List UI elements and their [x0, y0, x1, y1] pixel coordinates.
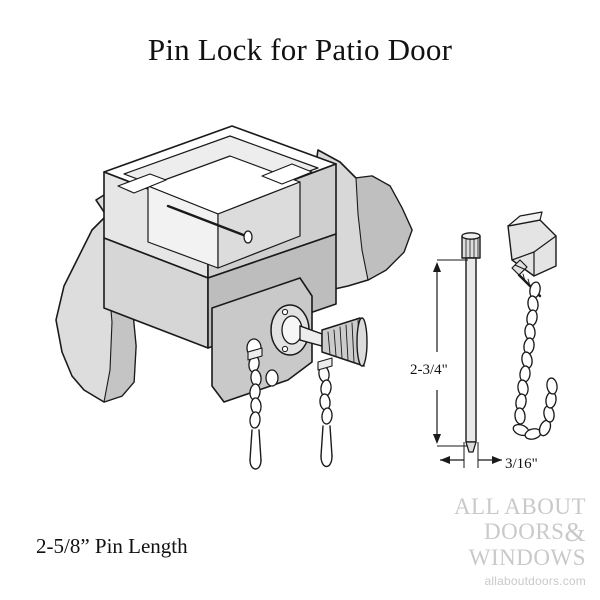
watermark-line-1: ALL ABOUT: [453, 494, 586, 519]
pin-part-illustration: [461, 211, 558, 453]
part-chain: [512, 281, 558, 440]
door-assembly-illustration: [55, 125, 413, 470]
dim-horizontal-arrow-left: [440, 456, 450, 464]
internal-pin-rod: [166, 204, 248, 238]
page-title: Pin Lock for Patio Door: [147, 32, 453, 67]
dim-vertical-arrow-top: [433, 262, 441, 272]
faceplate-hole-lower: [265, 369, 279, 387]
part-pin-tip: [465, 441, 477, 453]
frame-notch-right: [261, 163, 313, 185]
dimension-horizontal-label: 3/16": [505, 456, 538, 472]
dim-vertical-arrow-bottom: [433, 434, 441, 444]
frame-channel-wall-right: [217, 181, 301, 269]
chain-left: [248, 355, 262, 470]
dim-horizontal-arrow-right: [492, 456, 502, 464]
watermark: ALL ABOUT DOORS& WINDOWS allaboutdoors.c…: [396, 494, 586, 588]
part-pin-head-knurl: [465, 236, 479, 258]
part-bracket-tab: [507, 211, 543, 227]
watermark-ampersand: &: [564, 517, 586, 547]
wall-fragment-right-shade: [355, 175, 413, 281]
watermark-line-2: DOORS&: [396, 517, 586, 547]
knob-end-cap: [356, 317, 368, 367]
hub-screw-bottom: [281, 345, 289, 353]
dimension-vertical-label: 2-3/4": [410, 362, 448, 378]
chain-anchor-right: [317, 357, 333, 371]
watermark-line-3: WINDOWS: [468, 545, 586, 570]
dimension-annotations: [433, 259, 502, 468]
part-pin-shaft: [465, 257, 477, 443]
lock-hub-inner: [281, 315, 303, 345]
frame-notch-left: [117, 173, 167, 194]
pin-length-label: 2-5/8” Pin Length: [36, 534, 188, 558]
technical-drawing: [0, 90, 600, 490]
chain-right: [318, 365, 333, 468]
hub-screw-top: [281, 308, 289, 316]
internal-pin-rod-end: [243, 230, 253, 244]
watermark-url: allaboutdoors.com: [484, 574, 586, 588]
watermark-doors-text: DOORS: [484, 519, 565, 544]
chain-anchor-left: [247, 347, 263, 361]
part-pin-head-top: [461, 232, 481, 240]
part-screw-slot: [514, 264, 525, 270]
